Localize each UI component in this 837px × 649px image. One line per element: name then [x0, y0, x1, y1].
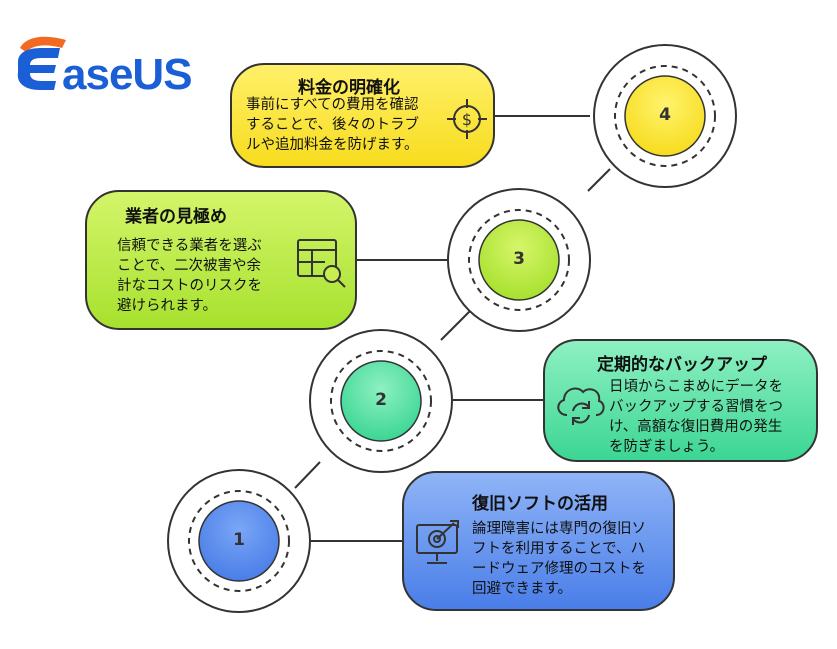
disc-2	[340, 360, 422, 442]
ring-1-dashed	[188, 490, 290, 592]
svg-text:aseUS: aseUS	[62, 50, 192, 94]
card-line: を防ぎましょう。	[609, 439, 725, 455]
card-step-4: 料金の明確化 事前にすべての費用を確認 することで、後々のトラブ ルや追加料金を…	[230, 63, 495, 168]
card-body: 事前にすべての費用を確認 することで、後々のトラブ ルや追加料金を防げます。	[246, 95, 486, 155]
ring-4-dashed	[614, 65, 716, 167]
step-number-3: 3	[513, 249, 525, 269]
dollar-target-icon: $	[447, 99, 487, 139]
card-line: 日頃からこまめにデータを	[609, 379, 783, 395]
step-number-4: 4	[659, 105, 671, 125]
card-line: 信頼できる業者を選ぶ	[117, 238, 262, 254]
card-line: 論理障害には専門の復旧ソ	[472, 521, 646, 537]
cloud-sync-icon	[557, 387, 605, 425]
card-step-2: 定期的なバックアップ 日頃からこまめにデータを バックアップする習慣をつ け、高…	[543, 339, 818, 462]
card-line: ことで、二次被害や余	[117, 258, 261, 274]
card-body: 論理障害には専門の復旧ソ フトを利用することで、ハ ードウェア修理のコストを 回…	[472, 519, 677, 599]
card-line: ルや追加料金を防げます。	[246, 137, 419, 153]
card-line: することで、後々のトラブ	[246, 117, 419, 133]
connector-2-3	[440, 310, 471, 341]
connector-1-2	[294, 461, 321, 489]
step-number-1: 1	[233, 530, 245, 550]
card-body: 日頃からこまめにデータを バックアップする習慣をつ け、高額な復旧費用の発生 を…	[609, 377, 819, 457]
step-number-2: 2	[375, 390, 387, 410]
card-body: 信頼できる業者を選ぶ ことで、二次被害や余 計なコストのリスクを 避けられます。	[117, 236, 287, 316]
card-line: 事前にすべての費用を確認	[246, 97, 419, 113]
card-step-3: 業者の見極め 信頼できる業者を選ぶ ことで、二次被害や余 計なコストのリスクを …	[85, 190, 357, 330]
svg-text:$: $	[462, 110, 472, 129]
disc-4	[624, 75, 706, 157]
ring-3-dashed	[468, 209, 570, 311]
disc-1	[198, 500, 280, 582]
card-line: 計なコストのリスクを	[117, 278, 262, 294]
card-title: 業者の見極め	[125, 207, 227, 227]
ring-2-dashed	[330, 350, 432, 452]
card-line: バックアップする習慣をつ	[609, 399, 783, 415]
connector-3-4	[587, 168, 611, 192]
card-title: 復旧ソフトの活用	[472, 494, 608, 514]
card-line: 避けられます。	[117, 298, 218, 314]
card-title: 料金の明確化	[298, 78, 400, 98]
card-line: 回避できます。	[472, 581, 573, 597]
target-monitor-icon	[416, 520, 459, 564]
card-line: ードウェア修理のコストを	[472, 561, 646, 577]
disc-3	[478, 219, 560, 301]
easeus-logo: aseUS	[17, 36, 193, 94]
card-line: フトを利用することで、ハ	[472, 541, 645, 557]
card-line: け、高額な復旧費用の発生	[609, 419, 783, 435]
card-step-1: 復旧ソフトの活用 論理障害には専門の復旧ソ フトを利用することで、ハ ードウェア…	[402, 471, 675, 611]
card-title: 定期的なバックアップ	[597, 355, 767, 375]
table-search-icon	[297, 239, 346, 288]
